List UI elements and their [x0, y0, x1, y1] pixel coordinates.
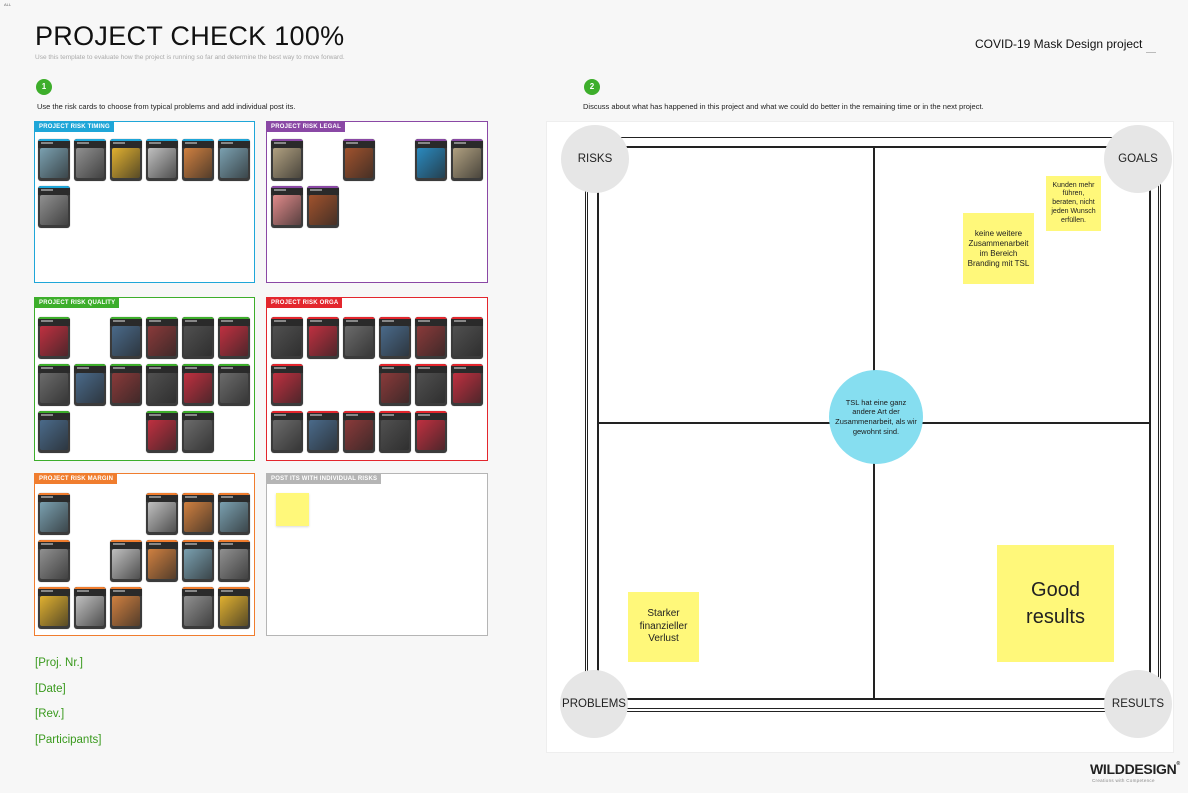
- center-discussion-note[interactable]: TSL hat eine ganz andere Art der Zusamme…: [829, 370, 923, 464]
- board-frame-left: [585, 145, 588, 709]
- margin-risk-card[interactable]: [38, 540, 70, 582]
- quality-risk-card[interactable]: [218, 317, 250, 359]
- corner-results: RESULTS: [1104, 670, 1172, 738]
- board-frame-bottom-2: [587, 711, 1160, 712]
- margin-risk-card[interactable]: [182, 493, 214, 535]
- quality-risk-card[interactable]: [110, 317, 142, 359]
- orga-risk-card[interactable]: [415, 364, 447, 406]
- quality-risk-card[interactable]: [38, 364, 70, 406]
- legal-risk-card[interactable]: [271, 186, 303, 228]
- orga-risk-card[interactable]: [271, 317, 303, 359]
- panel-label-timing: PROJECT RISK TIMING: [35, 122, 114, 132]
- orga-risk-card[interactable]: [415, 411, 447, 453]
- panel-label-quality: PROJECT RISK QUALITY: [35, 298, 120, 308]
- legal-risk-card[interactable]: [271, 139, 303, 181]
- revision-field[interactable]: [Rev.]: [35, 708, 65, 720]
- quality-risk-card[interactable]: [218, 364, 250, 406]
- step-2-instruction: Discuss about what has happened in this …: [583, 102, 984, 111]
- legal-risk-card[interactable]: [415, 139, 447, 181]
- margin-risk-card[interactable]: [218, 587, 250, 629]
- orga-risk-card[interactable]: [451, 364, 483, 406]
- board-frame-bottom: [587, 708, 1160, 709]
- corner-goals: GOALS: [1104, 125, 1172, 193]
- step-2-badge: 2: [584, 79, 600, 95]
- timing-risk-card[interactable]: [182, 139, 214, 181]
- board-frame-right: [1158, 145, 1161, 709]
- result-note-1[interactable]: Good results: [997, 545, 1114, 662]
- problem-note-1[interactable]: Starker finanzieller Verlust: [628, 592, 699, 662]
- step-1-badge: 1: [36, 79, 52, 95]
- legal-risk-card[interactable]: [451, 139, 483, 181]
- timing-risk-card[interactable]: [110, 139, 142, 181]
- timing-risk-card[interactable]: [38, 186, 70, 228]
- margin-risk-card[interactable]: [146, 493, 178, 535]
- quality-risk-card[interactable]: [110, 364, 142, 406]
- participants-field[interactable]: [Participants]: [35, 734, 102, 746]
- orga-risk-card[interactable]: [379, 364, 411, 406]
- orga-risk-card[interactable]: [343, 411, 375, 453]
- orga-risk-card[interactable]: [271, 411, 303, 453]
- quality-risk-card[interactable]: [146, 411, 178, 453]
- timing-risk-card[interactable]: [146, 139, 178, 181]
- margin-risk-card[interactable]: [110, 587, 142, 629]
- corner-risks: RISKS: [561, 125, 629, 193]
- project-number-field[interactable]: [Proj. Nr.]: [35, 657, 83, 669]
- logo-tagline: Creations with Competence: [1092, 778, 1155, 783]
- legal-risk-card[interactable]: [343, 139, 375, 181]
- quality-risk-card[interactable]: [38, 411, 70, 453]
- panel-label-margin: PROJECT RISK MARGIN: [35, 474, 118, 484]
- corner-mark: ALL: [4, 2, 12, 7]
- project-name-underline: [1146, 52, 1156, 53]
- quality-risk-card[interactable]: [182, 317, 214, 359]
- margin-risk-card[interactable]: [182, 587, 214, 629]
- timing-risk-card[interactable]: [38, 139, 70, 181]
- wilddesign-logo: WILDDESIGN®: [1090, 761, 1180, 777]
- orga-risk-card[interactable]: [415, 317, 447, 359]
- orga-risk-card[interactable]: [307, 411, 339, 453]
- margin-risk-card[interactable]: [74, 587, 106, 629]
- legal-risk-card[interactable]: [307, 186, 339, 228]
- quality-risk-card[interactable]: [182, 364, 214, 406]
- timing-risk-card[interactable]: [218, 139, 250, 181]
- goal-note-1[interactable]: Kunden mehr führen, beraten, nicht jeden…: [1046, 176, 1101, 231]
- timing-risk-card[interactable]: [74, 139, 106, 181]
- orga-risk-card[interactable]: [451, 317, 483, 359]
- project-name[interactable]: COVID-19 Mask Design project: [975, 37, 1143, 51]
- margin-risk-card[interactable]: [182, 540, 214, 582]
- page-title: PROJECT CHECK 100%: [35, 21, 345, 51]
- board-frame-top: [587, 137, 1160, 138]
- orga-risk-card[interactable]: [307, 317, 339, 359]
- page-subtitle: Use this template to evaluate how the pr…: [35, 54, 345, 61]
- panel-label-orga: PROJECT RISK ORGA: [267, 298, 343, 308]
- step-1-instruction: Use the risk cards to choose from typica…: [37, 102, 296, 111]
- margin-risk-card[interactable]: [146, 540, 178, 582]
- panel-individual-post-its: POST ITS WITH INDIVIDUAL RISKS: [266, 473, 488, 636]
- empty-post-it[interactable]: [276, 493, 309, 526]
- panel-label-post-its: POST ITS WITH INDIVIDUAL RISKS: [267, 474, 382, 484]
- orga-risk-card[interactable]: [379, 317, 411, 359]
- orga-risk-card[interactable]: [379, 411, 411, 453]
- date-field[interactable]: [Date]: [35, 683, 66, 695]
- quality-risk-card[interactable]: [146, 317, 178, 359]
- goal-note-2[interactable]: keine weitere Zusammenarbeit im Bereich …: [963, 213, 1034, 284]
- quality-risk-card[interactable]: [74, 364, 106, 406]
- orga-risk-card[interactable]: [271, 364, 303, 406]
- quality-risk-card[interactable]: [146, 364, 178, 406]
- panel-label-legal: PROJECT RISK LEGAL: [267, 122, 345, 132]
- margin-risk-card[interactable]: [110, 540, 142, 582]
- quality-risk-card[interactable]: [182, 411, 214, 453]
- quality-risk-card[interactable]: [38, 317, 70, 359]
- corner-problems: PROBLEMS: [560, 670, 628, 738]
- margin-risk-card[interactable]: [38, 493, 70, 535]
- margin-risk-card[interactable]: [38, 587, 70, 629]
- orga-risk-card[interactable]: [343, 317, 375, 359]
- margin-risk-card[interactable]: [218, 493, 250, 535]
- margin-risk-card[interactable]: [218, 540, 250, 582]
